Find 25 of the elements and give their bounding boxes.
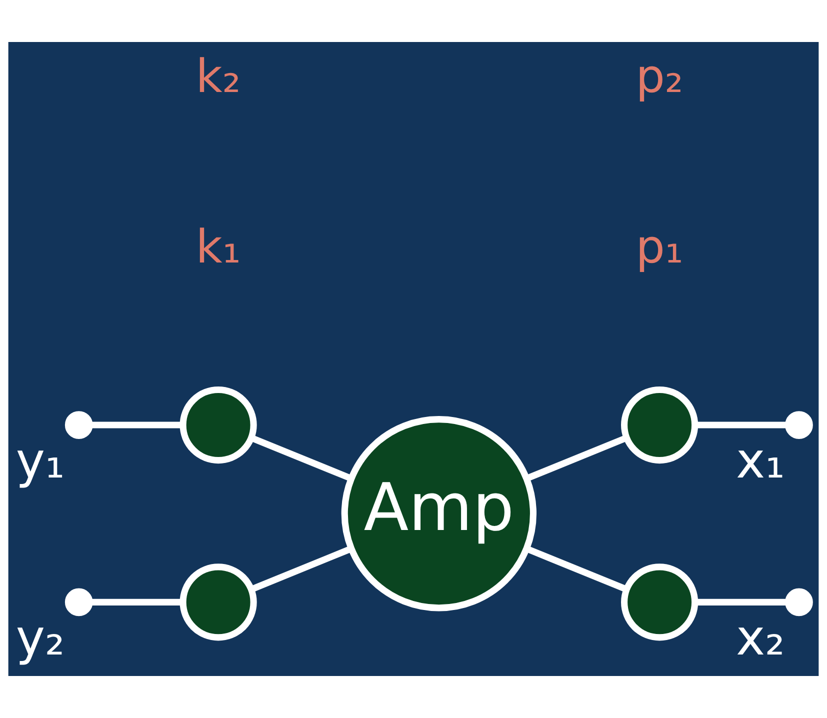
node-label: y₁ [16, 432, 65, 490]
connector [694, 598, 786, 606]
connector [526, 434, 628, 482]
connector [92, 422, 183, 428]
label: p₂ [636, 48, 684, 103]
label: k₁ [196, 219, 241, 274]
connector [250, 546, 352, 592]
node-circle [64, 411, 93, 439]
node-circle: Amp [341, 416, 537, 612]
node-label: x₁ [736, 432, 785, 490]
connector [526, 546, 628, 592]
label: k₂ [196, 48, 241, 103]
node-circle [621, 386, 698, 464]
node-circle [785, 411, 813, 439]
node-circle [180, 386, 257, 464]
node-label: x₂ [736, 608, 785, 667]
node-circle [621, 564, 698, 641]
node-circle [785, 588, 813, 616]
connector [92, 598, 183, 606]
node-circle [64, 588, 93, 616]
label: p₁ [636, 219, 684, 274]
node-label: y₂ [16, 608, 65, 667]
connector [250, 434, 352, 482]
connector [694, 422, 786, 428]
node-circle [180, 564, 257, 641]
